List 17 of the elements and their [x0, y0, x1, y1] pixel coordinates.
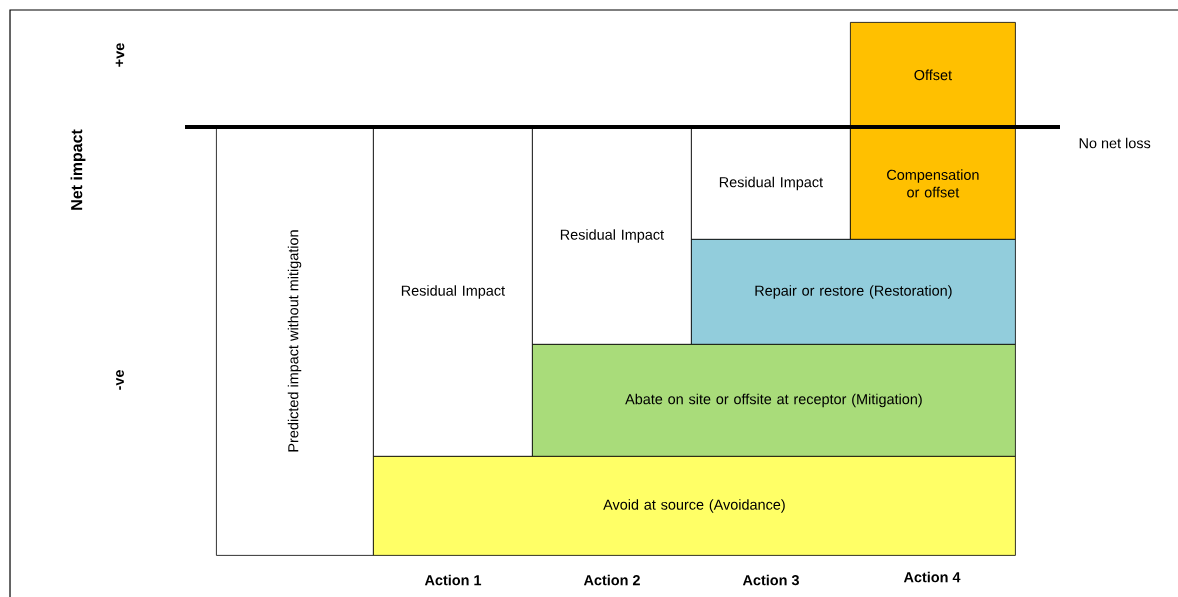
- impact-block: Repair or restore (Restoration): [691, 239, 1016, 345]
- axis-title: Net impact: [70, 129, 86, 210]
- impact-block: Avoid at source (Avoidance): [373, 456, 1016, 556]
- axis-label: -ve: [116, 370, 124, 390]
- impact-block: Residual Impact: [373, 127, 533, 457]
- impact-block: Predicted impact without mitigation: [216, 127, 374, 556]
- rule-label: No net loss: [1079, 137, 1151, 149]
- axis-label: +ve: [115, 43, 125, 67]
- impact-block: Abate on site or offsite at receptor (Mitigation): [532, 344, 1016, 457]
- impact-block: Compensation or offset: [850, 127, 1016, 240]
- column-label: Action 2: [583, 574, 640, 586]
- column-label: Action 3: [742, 574, 799, 586]
- impact-block: Residual Impact: [532, 127, 692, 345]
- impact-block: Offset: [850, 22, 1016, 128]
- column-label: Action 1: [424, 574, 482, 586]
- impact-block: Residual Impact: [691, 127, 851, 240]
- column-label: Action 4: [903, 571, 961, 583]
